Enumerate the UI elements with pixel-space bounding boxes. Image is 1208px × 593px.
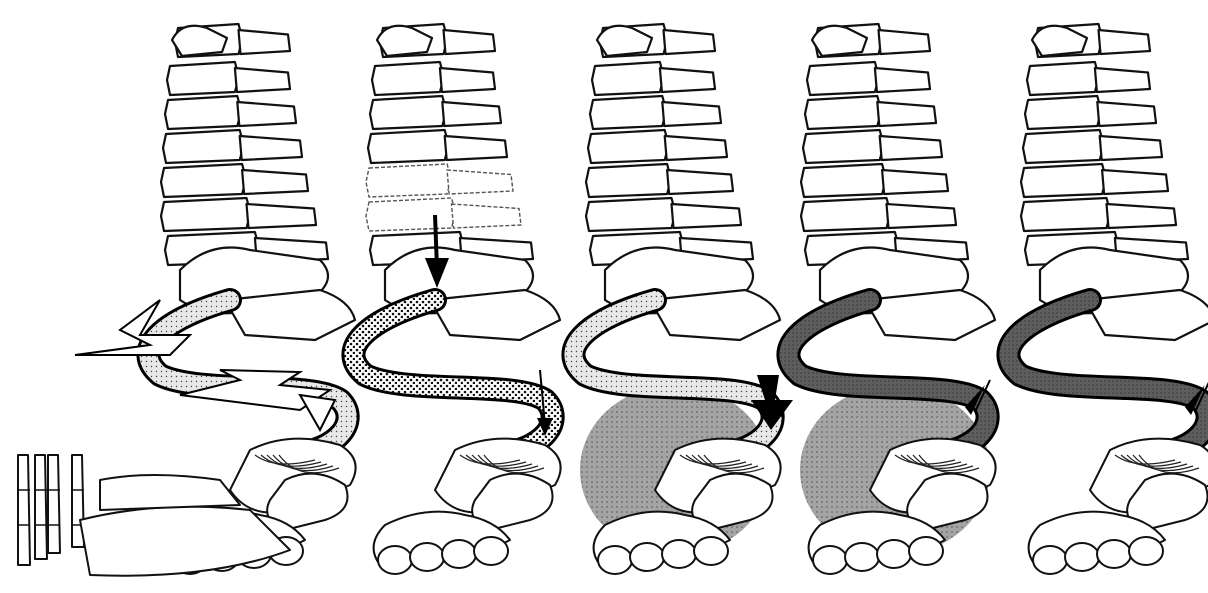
cervical-spine — [1021, 24, 1188, 265]
hand-bones — [374, 439, 561, 574]
hand-bones — [1029, 439, 1208, 574]
panel-1 — [18, 24, 356, 576]
cervical-spine — [161, 24, 328, 265]
arrow-marker — [751, 375, 793, 430]
cervical-spine — [366, 24, 533, 265]
cervical-spine — [801, 24, 968, 265]
panel-5 — [1008, 24, 1208, 574]
cervical-spine — [586, 24, 753, 265]
